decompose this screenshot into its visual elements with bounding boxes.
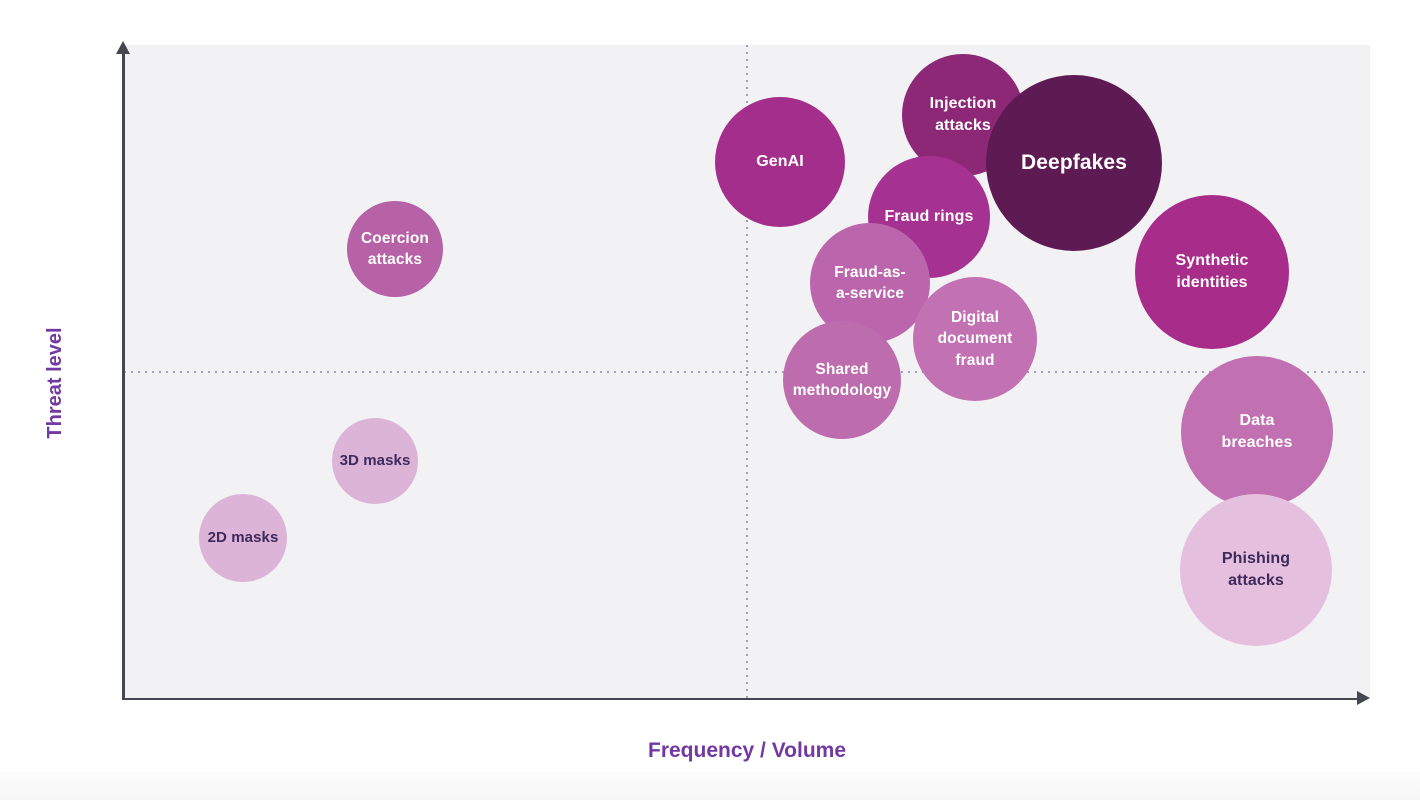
bubble-3d-masks: 3D masks bbox=[332, 418, 418, 504]
bubble-shared-methodology: Shared methodology bbox=[783, 321, 901, 439]
y-axis-label: Threat level bbox=[43, 327, 66, 439]
bubble-data-breaches: Data breaches bbox=[1181, 356, 1333, 508]
footer-strip bbox=[0, 772, 1420, 800]
x-axis-line bbox=[122, 697, 1358, 700]
bubble-genai: GenAI bbox=[715, 97, 845, 227]
y-axis-line bbox=[122, 52, 125, 699]
bubble-phishing-attacks: Phishing attacks bbox=[1180, 494, 1332, 646]
x-axis-arrow-icon bbox=[1357, 691, 1370, 705]
bubble-synthetic-identities: Synthetic identities bbox=[1135, 195, 1289, 349]
bubble-2d-masks: 2D masks bbox=[199, 494, 287, 582]
y-axis-arrow-icon bbox=[115, 41, 130, 54]
bubble-coercion-attacks: Coercion attacks bbox=[347, 201, 443, 297]
horizontal-dotted-gridline bbox=[124, 371, 1370, 373]
bubble-deepfakes: Deepfakes bbox=[986, 75, 1162, 251]
x-axis-label: Frequency / Volume bbox=[648, 739, 846, 762]
bubble-fraud-as-a-service: Fraud-as- a-service bbox=[810, 223, 930, 343]
bubble-digital-document-fraud: Digital document fraud bbox=[913, 277, 1037, 401]
